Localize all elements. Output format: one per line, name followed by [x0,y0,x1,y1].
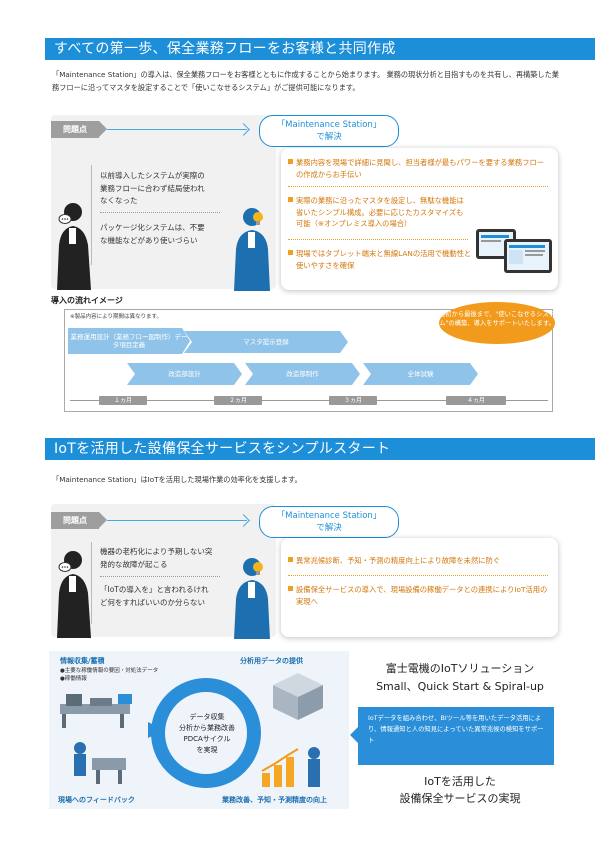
time-month-4: ４ヵ月 [446,396,506,405]
solution-label-line1: 「Maintenance Station」 [276,120,382,130]
cycle-line-3: PDCAサイクル [183,735,231,743]
problem-tag-2: 問題点 [51,512,107,529]
section2-intro: 「Maintenance Station」はIoTを活用した現場作業の効率化を支… [52,475,302,484]
step-master-registration: マスタ提示登録 [184,331,348,353]
collect-label: 情報収集/蓄積 [60,657,105,665]
solution-label: 「Maintenance Station」 で解決 [259,115,399,147]
solution-subheading: Small、Quick Start & Spiral-up [376,680,544,693]
problem-1-text: 機器の老朽化により予期しない突発的な故障が起こる [100,547,213,569]
section1-intro: 「Maintenance Station」の導入は、保全業務フローをお客様ととも… [52,70,559,92]
solution-label-line2: で解決 [316,132,342,142]
solution-separator [288,575,548,576]
flow-title: 導入の流れイメージ [51,296,123,305]
timeline-line [70,400,548,401]
solution-2-text: 実際の業務に沿ったマスタを設定し、無駄な機能は省いたシンプル構成。必要に応じたカ… [288,195,468,230]
collect-item-2: ●稼働情報 [60,676,87,682]
step-modification-design: 改造部設計 [127,363,242,385]
cycle-line-4: を実現 [196,746,218,754]
cycle-center-text: データ収集 分析から業務改善 PDCAサイクル を実現 [168,712,246,756]
solution-1-text: 異常兆候診断、予知・予測の精度向上により故障を未然に防ぐ [288,555,550,567]
footer-line-2: 設備保全サービスの実現 [399,792,521,805]
solution-1-text: 業務内容を現場で詳細に見聞し、担当者様が最もパワーを要する業務フローの作成からお… [288,157,550,180]
solution-2-text: 設備保全サービスの導入で、現場設備の稼働データとの連携によりIoT活用の実現へ [288,584,550,607]
solution-label-line2: で解決 [316,523,342,533]
provide-label: 分析用データの提供 [240,657,303,665]
flow-box [64,309,553,412]
footer-line-1: IoTを活用した [424,775,496,788]
problem-separator [100,212,220,213]
solution-label-line1: 「Maintenance Station」 [276,511,382,521]
problem-separator [100,576,220,577]
time-month-2: ２ヵ月 [214,396,262,405]
cycle-arrow-icon [148,722,164,738]
problem-divider [91,165,92,265]
problem-divider [91,542,92,624]
field-worker-icon [74,742,126,784]
time-month-1: １ヵ月 [99,396,147,405]
collect-item-1: ●主要な稼働情報の要因・対処法データ [60,668,159,674]
growth-chart-icon [261,747,320,787]
iot-callout: IoTデータを組み合わせ、BIツール等を用いたデータ活用により、情報通知と人の知… [350,707,554,765]
section2-title: IoTを活用した設備保全サービスをシンプルスタート [45,438,595,460]
arrow-right-icon [107,520,247,521]
time-month-3: ３ヵ月 [329,396,377,405]
tablet-devices-icon [476,229,552,273]
solution-panel-2 [281,538,558,637]
lightbulb-icon [253,212,263,225]
speech-icon [58,562,72,572]
section1-title: すべての第一歩、保全業務フローをお客様と共同作成 [45,38,595,60]
data-cube-icon [273,673,323,720]
flow-note: ※製品内容により期間は異なります。 [70,314,162,320]
solution-heading: 富士電機のIoTソリューション [385,662,535,675]
problem-2-text: パッケージ化システムは、不要な機能などがあり使いづらい [100,223,205,245]
cycle-line-2: 分析から業務改善 [179,724,235,732]
step-system-test: 全体試験 [363,363,478,385]
solution-label-2: 「Maintenance Station」 で解決 [259,506,399,538]
speech-icon [58,214,72,224]
improve-label: 業務改善、予知・予測精度の向上 [222,796,327,804]
factory-machine-icon [60,694,132,728]
feedback-label: 現場へのフィードバック [58,796,135,804]
step-business-design: 業務運用設計（業務フロー図制作）データ項目定義 [68,328,190,354]
problem-tag: 問題点 [51,121,107,138]
problem-1-text: 以前導入したシステムが実際の業務フローに合わず結局使われなくなった [100,171,205,205]
cycle-line-1: データ収集 [189,713,225,721]
solution-3-text: 現場ではタブレット端末と無線LANの活用で機動性と使いやすさを確保 [288,248,473,271]
arrow-right-icon [107,129,247,130]
lightbulb-icon [253,562,263,575]
solution-separator [288,239,468,240]
problem-2-text: 「IoTの導入を」と言われるけれど何をすればいいのか分らない [100,585,209,607]
step-modification-build: 改造部制作 [245,363,360,385]
solution-separator [288,186,548,187]
support-bubble: 最初から最後まで、"使いこなせるシステム"の構築、導入をサポートいたします。 [439,302,555,344]
